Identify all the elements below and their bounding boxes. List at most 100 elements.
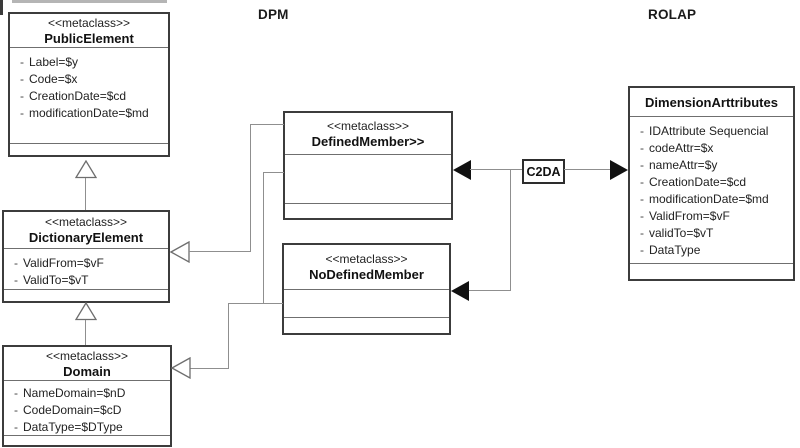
attribute-row: - IDAttribute Sequencial (630, 122, 793, 139)
class-box-public-element[interactable]: <<metaclass>> PublicElement - Label=$y -… (8, 12, 170, 157)
empty-compartment (284, 317, 449, 333)
attribute-marker: - (20, 54, 24, 69)
attribute-row: - CreationDate=$cd (630, 173, 793, 190)
title-compartment: <<metaclass>> NoDefinedMember (284, 245, 449, 289)
class-name-label: DefinedMember>> (311, 133, 425, 149)
class-box-domain[interactable]: <<metaclass>> Domain - NameDomain=$nD - … (2, 345, 172, 447)
attributes-compartment: - ValidFrom=$vF - ValidTo=$vT (4, 248, 168, 289)
class-name-label: DictionaryElement (28, 230, 144, 245)
title-compartment: <<metaclass>> DefinedMember>> (285, 113, 451, 154)
connector-segment (470, 169, 522, 170)
attribute-marker: - (640, 157, 644, 172)
empty-compartment (10, 143, 168, 155)
stereotype-label: <<metaclass>> (325, 252, 408, 266)
connector-segment (263, 172, 264, 303)
c2da-label-text: C2DA (526, 164, 561, 179)
attribute-marker: - (640, 140, 644, 155)
attribute-text: ValidTo=$vT (23, 272, 89, 287)
attribute-text: modificationDate=$md (29, 105, 149, 120)
attribute-row: - codeAttr=$x (630, 139, 793, 156)
attribute-marker: - (640, 225, 644, 240)
generalization-arrowhead-left-domain (171, 357, 191, 379)
attribute-marker: - (20, 105, 24, 120)
attribute-marker: - (20, 71, 24, 86)
attribute-text: codeAttr=$x (649, 140, 714, 155)
title-compartment: <<metaclass>> DictionaryElement (4, 212, 168, 248)
empty-compartment (4, 435, 170, 445)
connector-segment (228, 303, 229, 368)
region-label-dpm: DPM (258, 7, 289, 22)
attribute-row: - DataType (630, 241, 793, 258)
association-arrowhead-no-defined-member (451, 281, 469, 301)
connector-segment (564, 169, 611, 170)
class-name-label: DimensionArttributes (645, 94, 778, 110)
connector-label-c2da[interactable]: C2DA (522, 159, 565, 184)
connector-segment (85, 178, 86, 210)
attribute-row: - CodeDomain=$cD (4, 401, 170, 418)
attribute-text: nameAttr=$y (649, 157, 718, 172)
attributes-compartment: - NameDomain=$nD - CodeDomain=$cD - Data… (4, 380, 170, 435)
attribute-row: - CreationDate=$cd (10, 87, 168, 104)
attributes-compartment: - IDAttribute Sequencial - codeAttr=$x -… (630, 116, 793, 263)
attribute-row: - validTo=$vT (630, 224, 793, 241)
attribute-marker: - (14, 419, 18, 434)
attribute-text: modificationDate=$md (649, 191, 769, 206)
attribute-marker: - (640, 174, 644, 189)
attribute-row: - NameDomain=$nD (4, 384, 170, 401)
connector-segment (85, 320, 86, 345)
attribute-row: - modificationDate=$md (630, 190, 793, 207)
attribute-row: - Code=$x (10, 70, 168, 87)
crop-artifact-horizontal (12, 0, 167, 3)
attribute-text: NameDomain=$nD (23, 385, 126, 400)
association-arrowhead-defined-member (453, 160, 471, 180)
attribute-text: IDAttribute Sequencial (649, 123, 769, 138)
title-compartment: <<metaclass>> Domain (4, 347, 170, 380)
attribute-marker: - (14, 255, 18, 270)
attribute-text: Label=$y (29, 54, 79, 69)
attribute-row: - nameAttr=$y (630, 156, 793, 173)
title-compartment: <<metaclass>> PublicElement (10, 14, 168, 47)
title-compartment: DimensionArttributes (630, 88, 793, 116)
attribute-marker: - (640, 191, 644, 206)
generalization-arrowhead-up-public-element (75, 160, 97, 179)
connector-segment (250, 124, 284, 125)
class-box-defined-member[interactable]: <<metaclass>> DefinedMember>> (283, 111, 453, 220)
attribute-text: CreationDate=$cd (649, 174, 747, 189)
attribute-row: - ValidFrom=$vF (630, 207, 793, 224)
attribute-row: - ValidTo=$vT (4, 271, 168, 288)
empty-compartment (630, 263, 793, 279)
attributes-compartment: - Label=$y - Code=$x - CreationDate=$cd … (10, 47, 168, 143)
attribute-marker: - (14, 272, 18, 287)
attribute-marker: - (640, 123, 644, 138)
attribute-text: CreationDate=$cd (29, 88, 127, 103)
attributes-compartment (284, 289, 449, 317)
class-name-label: PublicElement (44, 30, 134, 46)
attribute-marker: - (20, 88, 24, 103)
crop-artifact-vertical (0, 0, 3, 15)
association-arrowhead-dimension-attributes (610, 160, 628, 180)
attribute-row: - Label=$y (10, 53, 168, 70)
class-box-dictionary-element[interactable]: <<metaclass>> DictionaryElement - ValidF… (2, 210, 170, 303)
attribute-text: ValidFrom=$vF (23, 255, 104, 270)
attribute-marker: - (14, 402, 18, 417)
connector-segment (228, 303, 283, 304)
attribute-marker: - (14, 385, 18, 400)
connector-segment (469, 290, 510, 291)
class-box-dimension-attributes[interactable]: DimensionArttributes - IDAttribute Seque… (628, 86, 795, 281)
attribute-row: - modificationDate=$md (10, 104, 168, 121)
generalization-arrowhead-up-dictionary-element (75, 302, 97, 321)
connector-segment (189, 251, 250, 252)
class-name-label: Domain (63, 363, 111, 379)
connector-segment (510, 169, 511, 291)
class-box-no-defined-member[interactable]: <<metaclass>> NoDefinedMember (282, 243, 451, 335)
attribute-marker: - (640, 242, 644, 257)
attribute-text: CodeDomain=$cD (23, 402, 122, 417)
generalization-arrowhead-left-dictionary-element (170, 241, 190, 263)
attribute-text: validTo=$vT (649, 225, 714, 240)
empty-compartment (4, 289, 168, 301)
attribute-row: - ValidFrom=$vF (4, 254, 168, 271)
region-label-rolap: ROLAP (648, 7, 697, 22)
empty-compartment (285, 203, 451, 218)
stereotype-label: <<metaclass>> (45, 348, 129, 363)
